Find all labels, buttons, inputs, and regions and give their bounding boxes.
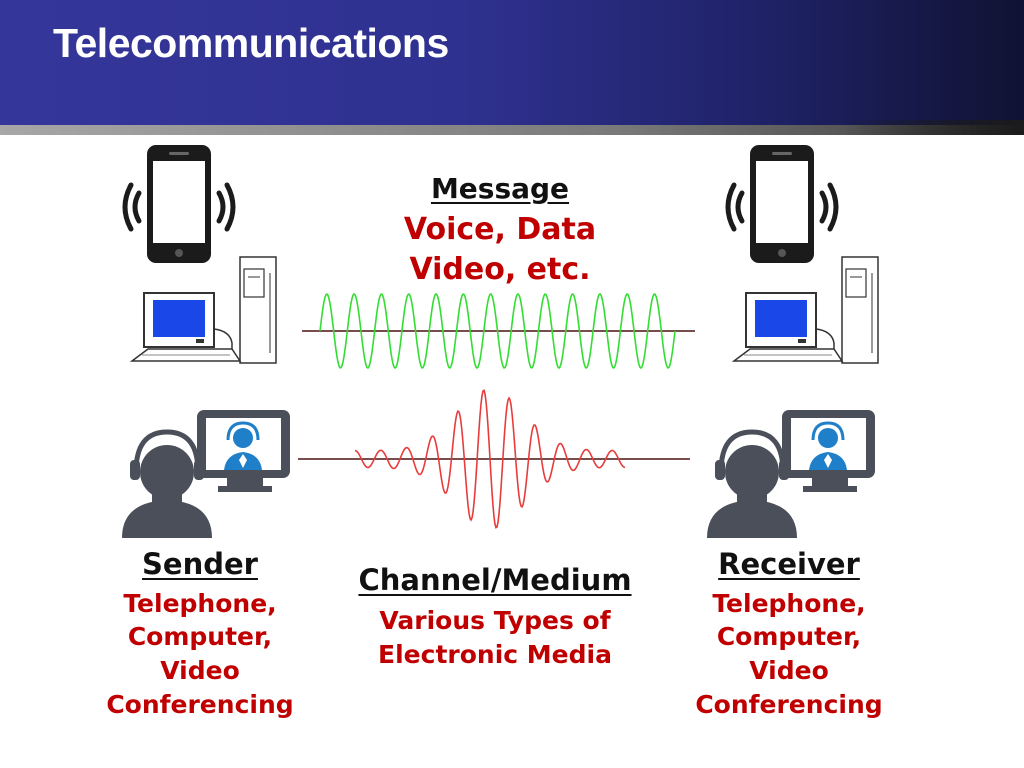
receiver-computer-icon [733, 256, 879, 364]
receiver-phone-icon [728, 145, 836, 263]
message-line-1: Voice, Data [403, 212, 597, 247]
message-heading: Message [430, 172, 570, 205]
sender-line-2: Computer, [127, 622, 273, 651]
channel-heading: Channel/Medium [358, 563, 632, 597]
receiver-line-3: Video [749, 656, 829, 685]
sender-line-3: Video [160, 656, 240, 685]
slide-title: Telecommunications [53, 20, 449, 66]
slide-header: Telecommunications [0, 0, 1024, 125]
receiver-line-1: Telephone, [712, 589, 866, 618]
sender-heading: Sender [142, 547, 258, 581]
sender-line-4: Conferencing [106, 690, 294, 719]
sender-video-conference-icon [122, 410, 290, 538]
channel-line-1: Various Types of [379, 606, 611, 635]
header-divider [0, 120, 1024, 135]
sender-computer-icon [131, 256, 277, 364]
receiver-line-2: Computer, [716, 622, 862, 651]
receiver-video-conference-icon [707, 410, 875, 538]
carrier-wave-green [319, 292, 676, 370]
sender-phone-icon [125, 145, 233, 263]
message-line-2: Video, etc. [409, 252, 591, 287]
receiver-heading: Receiver [718, 547, 860, 581]
channel-line-2: Electronic Media [378, 640, 612, 669]
modulated-wave-red [354, 389, 626, 529]
receiver-line-4: Conferencing [695, 690, 883, 719]
sender-line-1: Telephone, [123, 589, 277, 618]
